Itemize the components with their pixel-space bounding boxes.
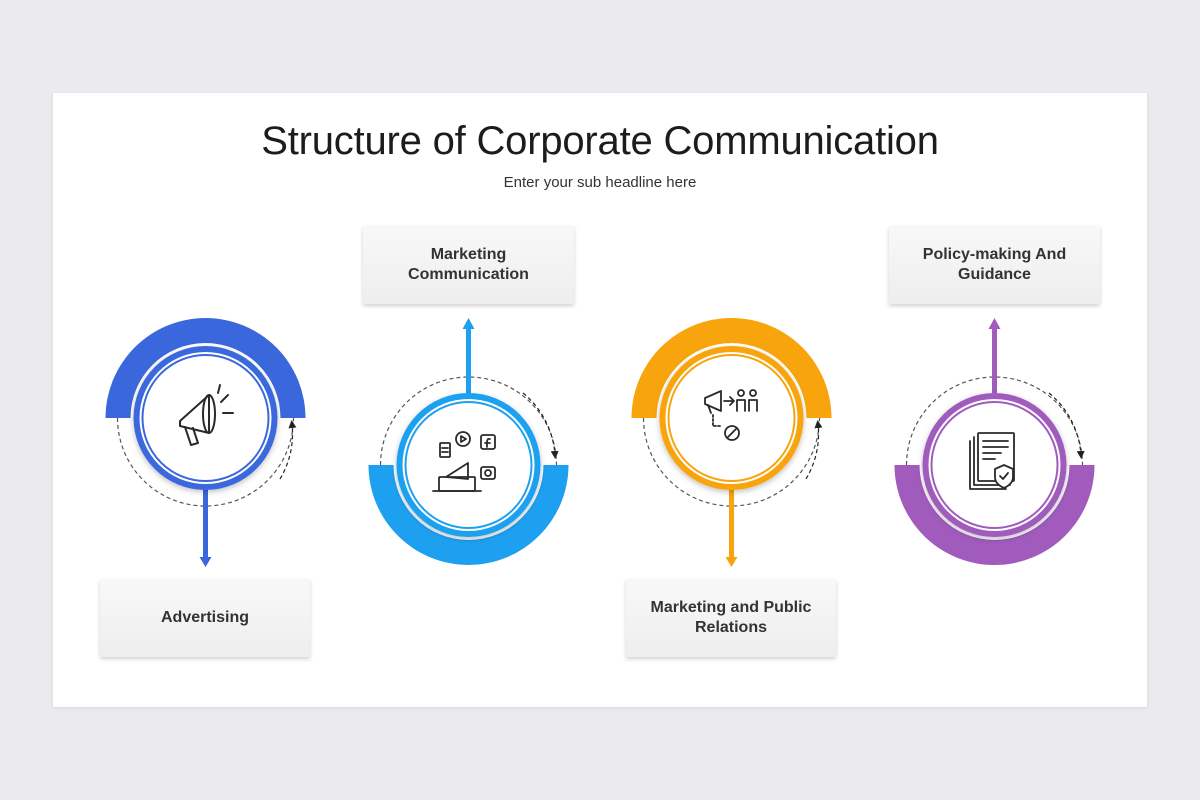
marketing-pr-arc <box>631 318 832 418</box>
label-advertising: Advertising <box>100 579 310 657</box>
megaphone-icon <box>179 384 234 446</box>
advertising-dashed-arrow <box>279 420 297 480</box>
page-subtitle: Enter your sub headline here <box>503 174 697 191</box>
communication-diagram <box>105 318 1095 567</box>
marketing-pr-dashed-arrow <box>805 420 823 480</box>
label-policy-text: Policy-making And Guidance <box>922 246 1067 283</box>
marketing-communication-arrowhead <box>462 318 475 329</box>
label-policy-making-and-guidance: Policy-making And Guidance <box>889 226 1100 304</box>
advertising-arrowhead <box>199 557 212 567</box>
policy-arrowhead <box>988 318 1001 329</box>
marketing-communication-dashed-arrow <box>522 392 559 459</box>
step-policy-making-and-guidance <box>894 318 1095 565</box>
step-marketing-and-public-relations <box>631 318 832 567</box>
label-marketing-pr-text: Marketing and Public Relations <box>650 599 812 636</box>
label-marketing-and-public-relations: Marketing and Public Relations <box>626 579 836 657</box>
label-marketing-communication: Marketing Communication <box>363 226 574 304</box>
digital-marketing-icon <box>432 431 496 492</box>
policy-arc <box>894 465 1095 565</box>
page-title: Structure of Corporate Communication <box>261 119 939 163</box>
step-advertising <box>105 318 306 567</box>
step-marketing-communication <box>368 318 569 565</box>
marketing-pr-icon <box>704 389 758 441</box>
marketing-communication-arc <box>368 465 569 565</box>
policy-dashed-arrow <box>1048 392 1085 459</box>
label-advertising-text: Advertising <box>160 609 249 626</box>
slide: Structure of Corporate Communication Ent… <box>53 93 1147 707</box>
marketing-pr-arrowhead <box>725 557 738 567</box>
advertising-arc <box>105 318 306 418</box>
label-marketing-communication-text: Marketing Communication <box>408 246 529 283</box>
policy-document-icon <box>969 432 1015 490</box>
